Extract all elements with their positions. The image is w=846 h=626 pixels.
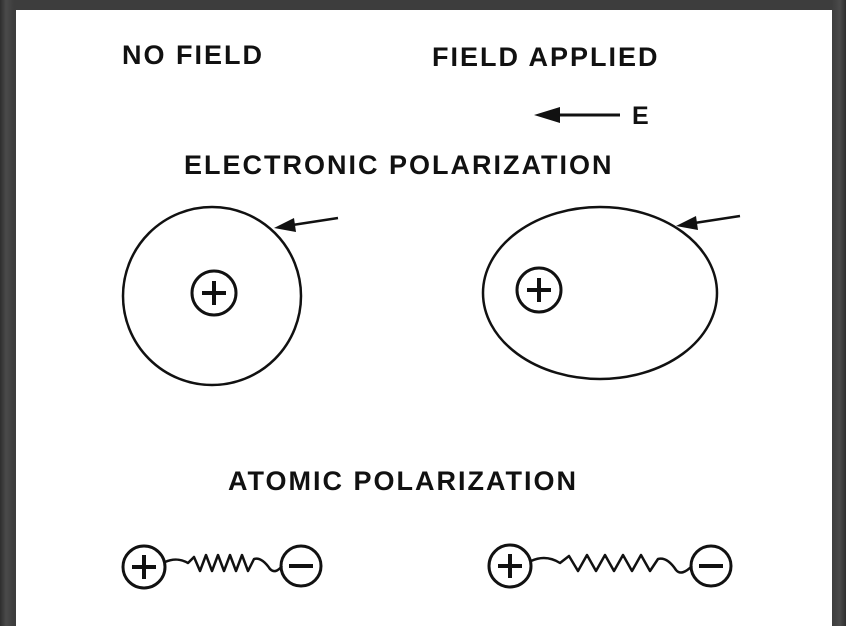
ion-pair-field-applied <box>487 543 733 589</box>
electronic-polarization-title: ELECTRONIC POLARIZATION <box>184 150 614 180</box>
positive-ion-no-field <box>121 544 167 590</box>
spring-bond-field-applied <box>530 553 693 574</box>
polarization-diagram <box>121 107 741 590</box>
field-symbol-label: E <box>632 102 649 130</box>
pointer-arrow-field-applied <box>676 214 741 230</box>
no-field-heading: NO FIELD <box>122 40 264 70</box>
negative-ion-no-field <box>279 544 323 588</box>
field-applied-heading: FIELD APPLIED <box>432 42 660 72</box>
positive-ion-field-applied <box>487 543 533 589</box>
nucleus-no-field <box>190 269 238 317</box>
negative-ion-field-applied <box>689 544 733 588</box>
diagram-sheet: NO FIELD FIELD APPLIED E ELECTRONIC POLA… <box>16 10 832 626</box>
atomic-polarization-title: ATOMIC POLARIZATION <box>228 466 578 496</box>
ion-pair-no-field <box>121 544 323 590</box>
spring-bond-no-field <box>164 553 283 573</box>
electron-cloud-no-field <box>121 205 303 387</box>
nucleus-field-applied <box>515 266 563 314</box>
field-arrow-icon <box>534 107 620 123</box>
pointer-arrow-no-field <box>274 216 339 232</box>
electron-cloud-field-applied <box>481 205 719 381</box>
